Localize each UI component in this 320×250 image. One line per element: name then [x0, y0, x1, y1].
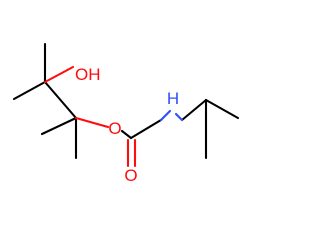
bond-n-right [174, 112, 184, 122]
bond-n-left [159, 109, 172, 122]
molecule-structure: OH O O H [12, 42, 240, 185]
carbonyl-oxygen-label: O [124, 166, 137, 185]
bond-c1-c2 [43, 80, 78, 120]
atom-labels: OH O O H [75, 65, 179, 185]
bond-n-isopropyl [180, 98, 208, 122]
heteroatom-bonds [43, 65, 184, 168]
hydroxyl-label: OH [75, 65, 101, 84]
bond-c2-ester-o [74, 116, 110, 129]
bond-carbonyl-ester-o [120, 129, 133, 140]
bond-isopropyl-methyl-right [204, 98, 240, 120]
bond-c1-methyl-left [12, 80, 47, 101]
carbon-skeleton [12, 42, 240, 160]
bond-carbonyl-n [129, 118, 163, 140]
bond-c1-oh [43, 65, 75, 84]
ester-oxygen-label: O [108, 119, 121, 138]
amine-h-label: H [167, 89, 179, 108]
bond-c2-methyl-left [40, 116, 78, 136]
